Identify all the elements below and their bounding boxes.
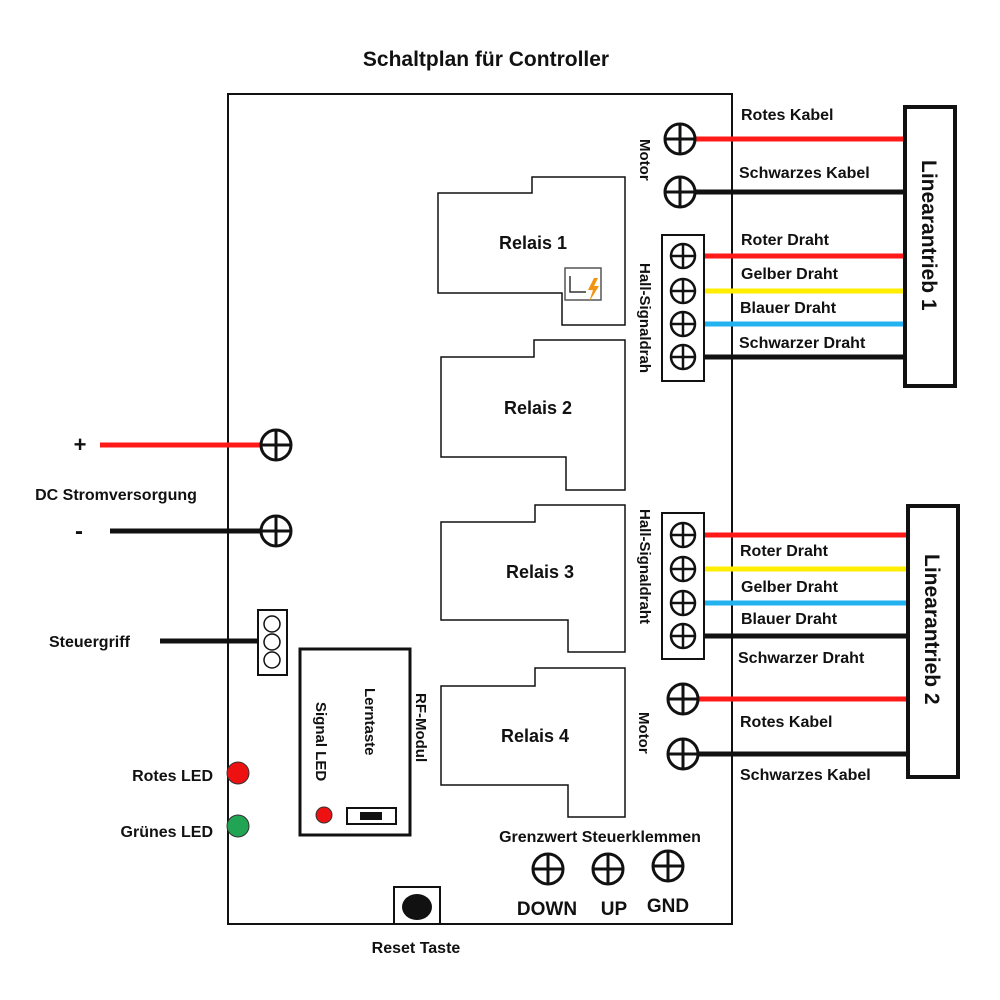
- power-plus-terminal: [259, 428, 293, 462]
- power-minus-terminal: [259, 514, 293, 548]
- power-plus-sign: +: [74, 432, 87, 457]
- motor-2-terminal-black: [666, 737, 700, 771]
- limit-gnd-label: GND: [647, 896, 689, 917]
- actuator-2-hall-wire-label-3: Blauer Draht: [741, 611, 838, 628]
- control-handle-pin-3: [263, 651, 281, 669]
- hall-1-terminal-4: [669, 343, 697, 371]
- motor-2-terminal-red: [666, 682, 700, 716]
- hall-label-top: Hall-Signaldrah: [636, 263, 653, 373]
- limit-terminals-label: Grenzwert Steuerklemmen: [499, 829, 701, 846]
- rf-module-label: RF-Modul: [412, 693, 429, 762]
- limit-up-label: UP: [601, 899, 628, 920]
- actuator-2-hall-wire-label-4: Schwarzer Draht: [738, 650, 865, 667]
- control-handle-pin-2: [263, 633, 281, 651]
- hall-1-terminal-3: [669, 310, 697, 338]
- motor-label-bottom: Motor: [635, 712, 652, 754]
- hall-1-terminal-1: [669, 242, 697, 270]
- actuator-1-hall-wire-label-1: Roter Draht: [741, 232, 830, 249]
- actuator-1-hall-wire-label-3: Blauer Draht: [740, 300, 837, 317]
- hall-2-terminal-4: [669, 622, 697, 650]
- actuator-2-hall-wire-label-2: Gelber Draht: [741, 579, 839, 596]
- motor-1-terminal-black: [663, 175, 697, 209]
- relay-2-label: Relais 2: [504, 398, 572, 418]
- limit-down-label: DOWN: [517, 899, 577, 920]
- learn-button-slider: [360, 812, 382, 820]
- limit-up-terminal: [591, 852, 625, 886]
- actuator-2-hall-wire-label-1: Roter Draht: [740, 543, 829, 560]
- motor-1-terminal-red: [663, 122, 697, 156]
- relay-2: Relais 2: [440, 339, 626, 491]
- actuator-2-motor-wire-label-1: Rotes Kabel: [740, 714, 832, 731]
- actuator-2-motor-wire-label-2: Schwarzes Kabel: [740, 767, 871, 784]
- limit-down-terminal: [531, 852, 565, 886]
- hall-2-terminal-1: [669, 521, 697, 549]
- hall-2-terminal-2: [669, 555, 697, 583]
- actuator-2-label: Linearantrieb 2: [920, 554, 943, 705]
- reset-label: Reset Taste: [372, 940, 461, 957]
- hall-label-bottom: Hall-Signaldraht: [636, 509, 653, 624]
- red-led: [226, 761, 250, 785]
- learn-button-label: Lerntaste: [361, 688, 378, 756]
- actuator-1-motor-wire-label-2: Schwarzes Kabel: [739, 165, 870, 182]
- signal-led-label: Signal LED: [312, 702, 329, 781]
- control-handle-label: Steuergriff: [49, 634, 131, 651]
- relay-4: Relais 4: [440, 667, 626, 818]
- hall-2-terminal-3: [669, 589, 697, 617]
- actuator-1-hall-wire-label-2: Gelber Draht: [741, 266, 839, 283]
- actuator-2-box: [906, 504, 960, 779]
- green-led-label: Grünes LED: [121, 824, 213, 841]
- actuator-1-box: [903, 105, 957, 388]
- limit-gnd-terminal: [651, 849, 685, 883]
- actuator-2-wires: [683, 532, 908, 757]
- red-led-label: Rotes LED: [132, 768, 213, 785]
- hall-1-terminal-2: [669, 277, 697, 305]
- relay-4-label: Relais 4: [501, 726, 569, 746]
- diagram-title: Schaltplan für Controller: [363, 48, 609, 71]
- actuator-1-hall-wire-label-4: Schwarzer Draht: [739, 335, 866, 352]
- control-handle-pin-1: [263, 615, 281, 633]
- relay-3-label: Relais 3: [506, 562, 574, 582]
- power-minus-sign: -: [75, 518, 83, 545]
- actuator-1-label: Linearantrieb 1: [917, 160, 940, 311]
- signal-led: [315, 806, 333, 824]
- actuator-1-wires: [680, 136, 905, 360]
- relay-3: Relais 3: [440, 504, 626, 653]
- motor-label-top: Motor: [636, 139, 653, 181]
- rf-module: [298, 647, 412, 837]
- relay-1: Relais 1: [437, 176, 626, 326]
- green-led: [226, 814, 250, 838]
- reset-button[interactable]: [402, 894, 432, 920]
- power-label: DC Stromversorgung: [35, 487, 197, 504]
- actuator-1-motor-wire-label-1: Rotes Kabel: [741, 107, 833, 124]
- relay-1-label: Relais 1: [499, 233, 567, 253]
